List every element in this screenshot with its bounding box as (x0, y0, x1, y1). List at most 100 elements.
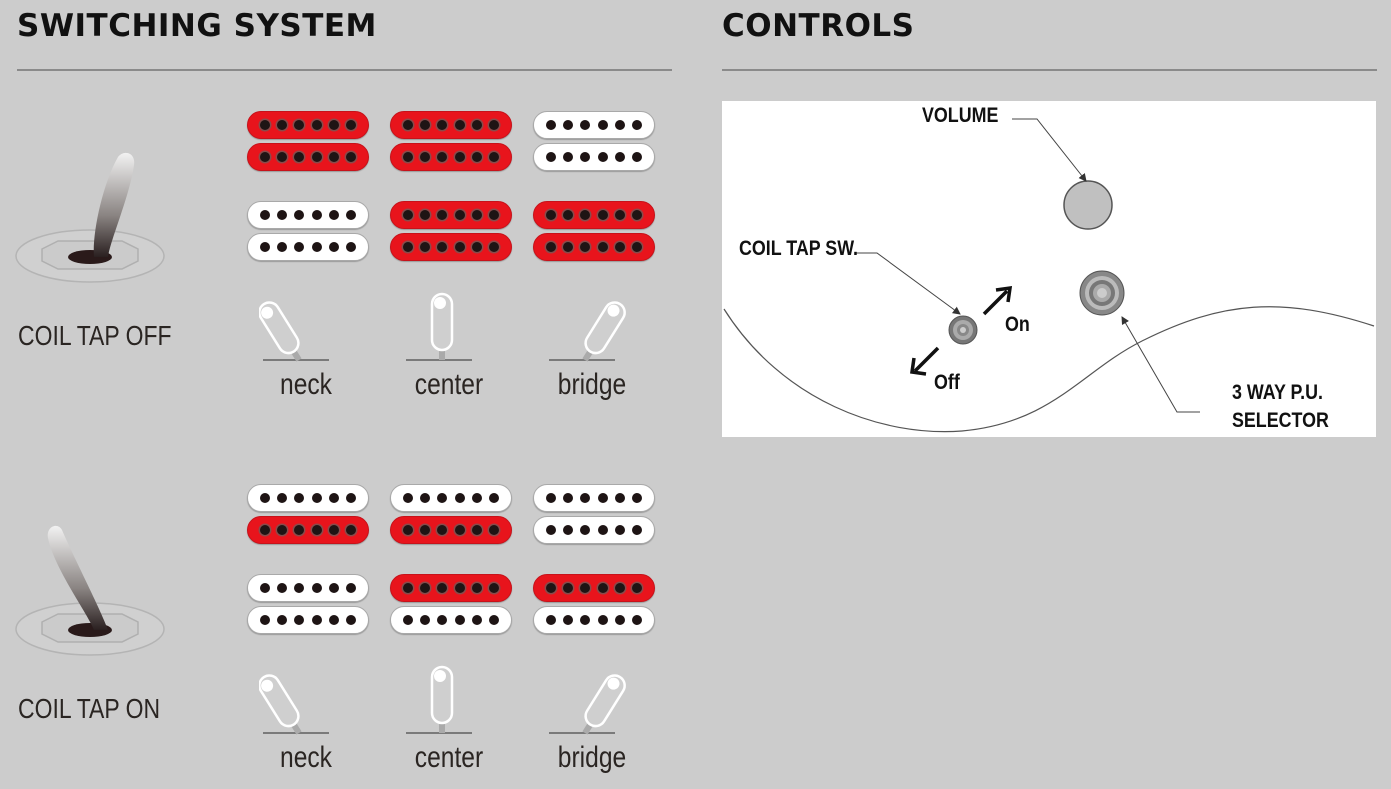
pole-piece (580, 615, 591, 625)
pole-piece (437, 242, 448, 252)
pole-piece (489, 583, 500, 593)
pole-piece (328, 493, 339, 503)
pole-piece (597, 525, 608, 535)
switch-position-label: neck (280, 741, 332, 774)
pole-piece (402, 525, 413, 535)
coil-tap-switch-icon (948, 315, 978, 345)
pole-piece (346, 615, 357, 625)
controls-divider (722, 69, 1377, 71)
volume-label: VOLUME (922, 104, 999, 127)
humbucker-pickup (533, 201, 657, 265)
pole-piece (294, 242, 305, 252)
pole-piece (454, 152, 465, 162)
inactive-coil (247, 606, 369, 634)
pole-piece (614, 152, 625, 162)
pole-piece (402, 210, 413, 220)
pole-piece (402, 583, 413, 593)
selector-label-line2: SELECTOR (1232, 409, 1329, 432)
selector-switch-icon (1079, 270, 1125, 316)
pole-piece (437, 120, 448, 130)
pole-piece (259, 210, 270, 220)
pole-piece (580, 493, 591, 503)
switch-position-label: neck (280, 368, 332, 401)
pole-piece (437, 210, 448, 220)
pole-piece (454, 210, 465, 220)
pole-piece (419, 583, 430, 593)
pole-piece (294, 525, 305, 535)
off-label: Off (934, 371, 960, 394)
inactive-coil (247, 233, 369, 261)
inactive-coil (533, 484, 655, 512)
pole-piece (545, 493, 556, 503)
pole-piece (311, 242, 322, 252)
pole-piece (562, 583, 573, 593)
pole-piece (276, 120, 287, 130)
switching-system-title: SWITCHING SYSTEM (17, 8, 377, 44)
pole-piece (402, 493, 413, 503)
switch-position-label: bridge (557, 368, 627, 401)
pole-piece (346, 583, 357, 593)
pole-piece (489, 242, 500, 252)
selector-lever-right-icon (549, 301, 626, 362)
pole-piece (489, 120, 500, 130)
pole-piece (259, 242, 270, 252)
pole-piece (276, 525, 287, 535)
off-arrow-icon (910, 346, 940, 376)
pole-piece (614, 242, 625, 252)
pole-piece (562, 242, 573, 252)
pole-piece (259, 583, 270, 593)
coil-tap-switch-label: COIL TAP SW. (739, 237, 859, 260)
pole-piece (402, 242, 413, 252)
pole-piece (545, 583, 556, 593)
pole-piece (562, 152, 573, 162)
switching-system-divider (17, 69, 672, 71)
pole-piece (419, 525, 430, 535)
pole-piece (597, 493, 608, 503)
active-coil (533, 574, 655, 602)
pole-piece (437, 583, 448, 593)
pole-piece (597, 615, 608, 625)
pole-piece (259, 120, 270, 130)
pole-piece (311, 493, 322, 503)
pole-piece (437, 615, 448, 625)
active-coil (390, 201, 512, 229)
active-coil (390, 143, 512, 171)
pole-piece (632, 120, 643, 130)
pole-piece (454, 493, 465, 503)
pole-piece (562, 493, 573, 503)
pole-piece (597, 120, 608, 130)
pole-piece (489, 152, 500, 162)
pole-piece (311, 210, 322, 220)
pole-piece (632, 210, 643, 220)
pole-piece (562, 525, 573, 535)
pole-piece (471, 152, 482, 162)
pole-piece (580, 525, 591, 535)
pole-piece (454, 120, 465, 130)
pole-piece (402, 615, 413, 625)
pole-piece (597, 242, 608, 252)
pole-piece (419, 210, 430, 220)
inactive-coil (247, 201, 369, 229)
selector-lever-left-icon (259, 674, 329, 735)
inactive-coil (390, 606, 512, 634)
selector-lever-left-icon (259, 301, 329, 362)
pole-piece (614, 120, 625, 130)
pole-piece (614, 583, 625, 593)
pole-piece (437, 493, 448, 503)
pole-piece (311, 525, 322, 535)
pole-piece (276, 615, 287, 625)
humbucker-pickup (247, 574, 371, 638)
pole-piece (580, 242, 591, 252)
pole-piece (294, 583, 305, 593)
humbucker-pickup (247, 111, 371, 175)
coil-tap-toggle-icon (15, 152, 165, 283)
pole-piece (276, 152, 287, 162)
pole-piece (311, 583, 322, 593)
pole-piece (328, 525, 339, 535)
humbucker-pickup (390, 111, 514, 175)
pole-piece (259, 615, 270, 625)
pole-piece (276, 242, 287, 252)
pole-piece (562, 120, 573, 130)
pole-piece (597, 583, 608, 593)
pole-piece (419, 493, 430, 503)
